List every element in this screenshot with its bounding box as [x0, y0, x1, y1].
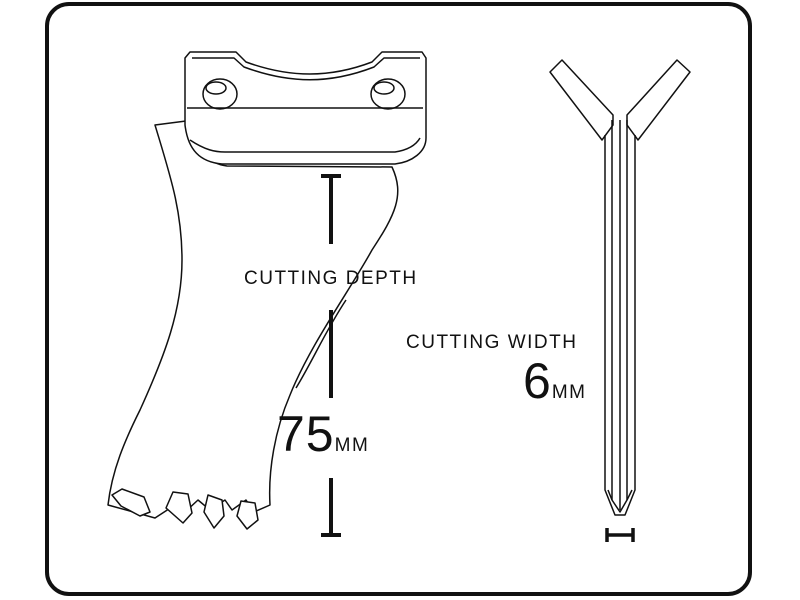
width-dimension-marker	[605, 528, 635, 542]
cutting-width-unit: MM	[551, 382, 587, 403]
edge-tip	[607, 489, 633, 513]
cutting-depth-caption: CUTTING DEPTH	[244, 268, 418, 289]
cutting-width-value: 6	[523, 353, 552, 409]
cutting-depth-value: 75	[277, 406, 335, 462]
mounting-hole-right-inner	[373, 81, 395, 95]
cutting-width-caption: CUTTING WIDTH	[406, 332, 578, 353]
edge-shank	[604, 135, 636, 516]
edge-fork-right	[626, 59, 691, 141]
edge-fork-left	[549, 59, 614, 141]
cutting-depth-unit: MM	[334, 435, 370, 456]
blade-tooth	[203, 494, 225, 529]
blade-body	[107, 120, 399, 519]
bracket-top-edge	[192, 57, 420, 81]
bracket-inner-line	[189, 137, 421, 153]
blade-side-view	[107, 51, 427, 530]
blade-tooth	[165, 491, 193, 524]
mounting-hole-left-inner	[205, 81, 227, 95]
diagram-frame	[45, 2, 752, 596]
blade-tooth	[236, 500, 259, 530]
mounting-hole-right	[370, 78, 406, 110]
cutting-depth-value-group: 75MM	[277, 405, 369, 463]
mounting-hole-left	[202, 78, 238, 110]
blade-edge-view	[549, 59, 691, 516]
depth-dimension-line	[321, 174, 341, 537]
blade-sweep-line	[295, 299, 347, 389]
cutting-width-value-group: 6MM	[523, 352, 586, 410]
blade-tooth	[111, 488, 151, 517]
